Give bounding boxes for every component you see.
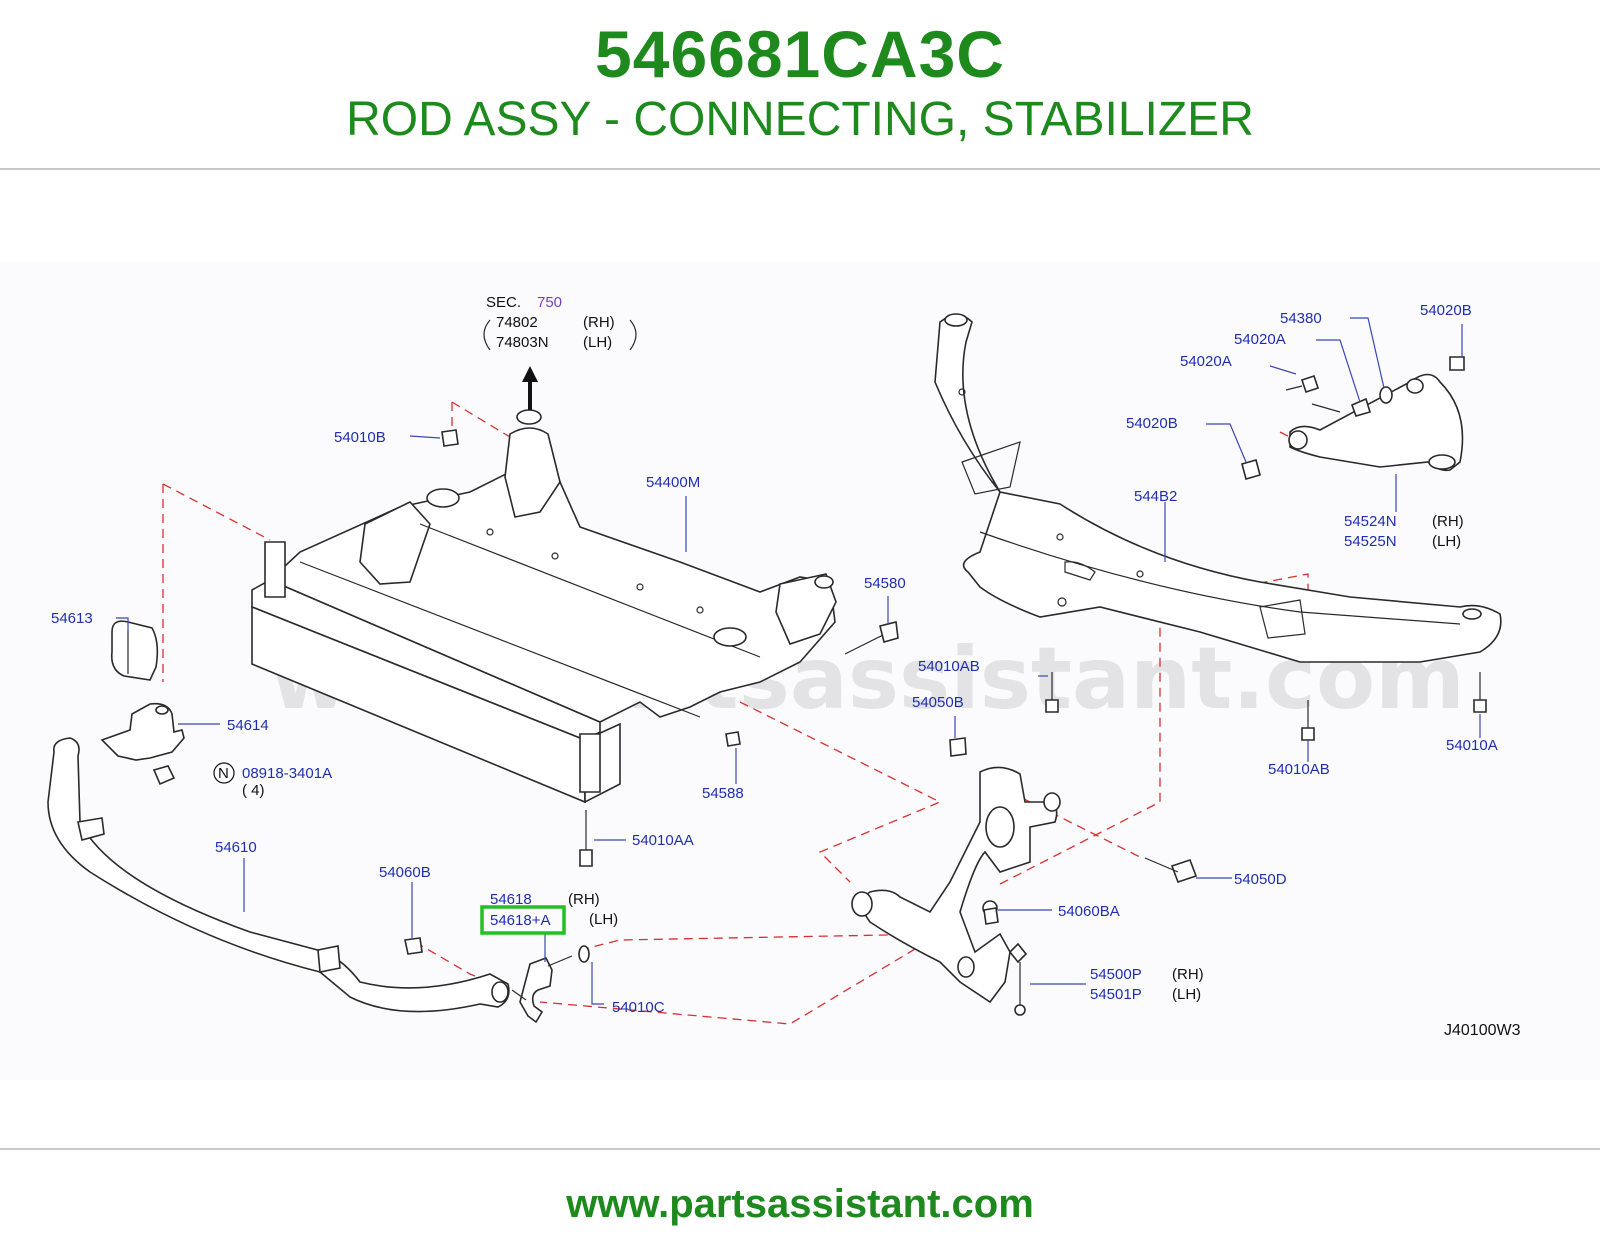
diagram-code: J40100W3: [1444, 1022, 1521, 1039]
bolts: [511, 621, 1487, 1024]
label-54010aa[interactable]: 54010AA: [632, 832, 694, 849]
upper-link-54524n: [1241, 356, 1465, 480]
label-54020a-1[interactable]: 54020A: [1234, 331, 1286, 348]
label-54525n-lh: (LH): [1432, 533, 1461, 550]
part-labels: 54010B 54400M 54613 54614 N 08918-3401A …: [51, 302, 1498, 1016]
sec-part-74803n: 74803N: [496, 334, 549, 351]
label-54010b-top[interactable]: 54010B: [334, 429, 386, 446]
label-54500p-rh: (RH): [1172, 966, 1204, 983]
label-54500p[interactable]: 54500P: [1090, 966, 1142, 983]
label-54524n-rh: (RH): [1432, 513, 1464, 530]
label-54618-rh: (RH): [568, 891, 600, 908]
parts-diagram: www.partsassistant.com: [0, 262, 1600, 1080]
footer-divider: [0, 1148, 1600, 1150]
label-54060ba[interactable]: 54060BA: [1058, 903, 1120, 920]
label-08918-3401a[interactable]: 08918-3401A: [242, 765, 332, 782]
label-54525n[interactable]: 54525N: [1344, 533, 1397, 550]
label-54020a-2[interactable]: 54020A: [1180, 353, 1232, 370]
part-number-title: 546681CA3C: [595, 17, 1005, 91]
label-54020b-mid[interactable]: 54020B: [1126, 415, 1178, 432]
label-54614[interactable]: 54614: [227, 717, 269, 734]
label-54050d[interactable]: 54050D: [1234, 871, 1287, 888]
highlight-box: [480, 905, 566, 935]
label-54618[interactable]: 54618: [490, 891, 532, 908]
label-54580[interactable]: 54580: [864, 575, 906, 592]
parts-diagram-svg: www.partsassistant.com: [47, 294, 1521, 1039]
label-54400m[interactable]: 54400M: [646, 474, 700, 491]
sec-side-lh: (LH): [583, 334, 612, 351]
sec-prefix: SEC.: [486, 294, 521, 311]
label-54618a-highlighted[interactable]: 54618+A: [490, 912, 550, 929]
sec-bracket-left: [483, 319, 491, 351]
label-54010c[interactable]: 54010C: [612, 999, 665, 1016]
sec-bracket-right: [629, 319, 637, 351]
sec-number-link[interactable]: 750: [537, 294, 562, 311]
footer-url[interactable]: www.partsassistant.com: [566, 1182, 1034, 1226]
label-54010ab-1[interactable]: 54010AB: [918, 658, 980, 675]
front-subframe-54400m: [251, 409, 837, 804]
lower-arm-54500p: [851, 737, 1198, 1016]
n-symbol-circle: [213, 762, 235, 784]
n-symbol-text: N: [218, 765, 229, 782]
sec-side-rh: (RH): [583, 314, 615, 331]
label-54010a[interactable]: 54010A: [1446, 737, 1498, 754]
label-54613[interactable]: 54613: [51, 610, 93, 627]
label-54010ab-2[interactable]: 54010AB: [1268, 761, 1330, 778]
label-54501p-lh: (LH): [1172, 986, 1201, 1003]
sec-part-74802: 74802: [496, 314, 538, 331]
part-name-subtitle: ROD ASSY - CONNECTING, STABILIZER: [346, 93, 1254, 146]
header-divider: [0, 168, 1600, 170]
label-54050b[interactable]: 54050B: [912, 694, 964, 711]
label-54380[interactable]: 54380: [1280, 310, 1322, 327]
bushings-brackets: [100, 429, 999, 963]
stabilizer-bar-54610: [47, 737, 510, 1013]
sec-reference-arrow: [522, 366, 538, 410]
leader-lines: [116, 317, 1481, 1005]
label-54060b[interactable]: 54060B: [379, 864, 431, 881]
label-54610[interactable]: 54610: [215, 839, 257, 856]
label-54020b-top[interactable]: 54020B: [1420, 302, 1472, 319]
label-08918-qty: ( 4): [242, 782, 265, 799]
label-54588[interactable]: 54588: [702, 785, 744, 802]
label-54501p[interactable]: 54501P: [1090, 986, 1142, 1003]
label-54618a-lh: (LH): [589, 911, 618, 928]
label-54524n[interactable]: 54524N: [1344, 513, 1397, 530]
rear-crossmember-544b2: [934, 313, 1502, 663]
label-544b2[interactable]: 544B2: [1134, 488, 1177, 505]
